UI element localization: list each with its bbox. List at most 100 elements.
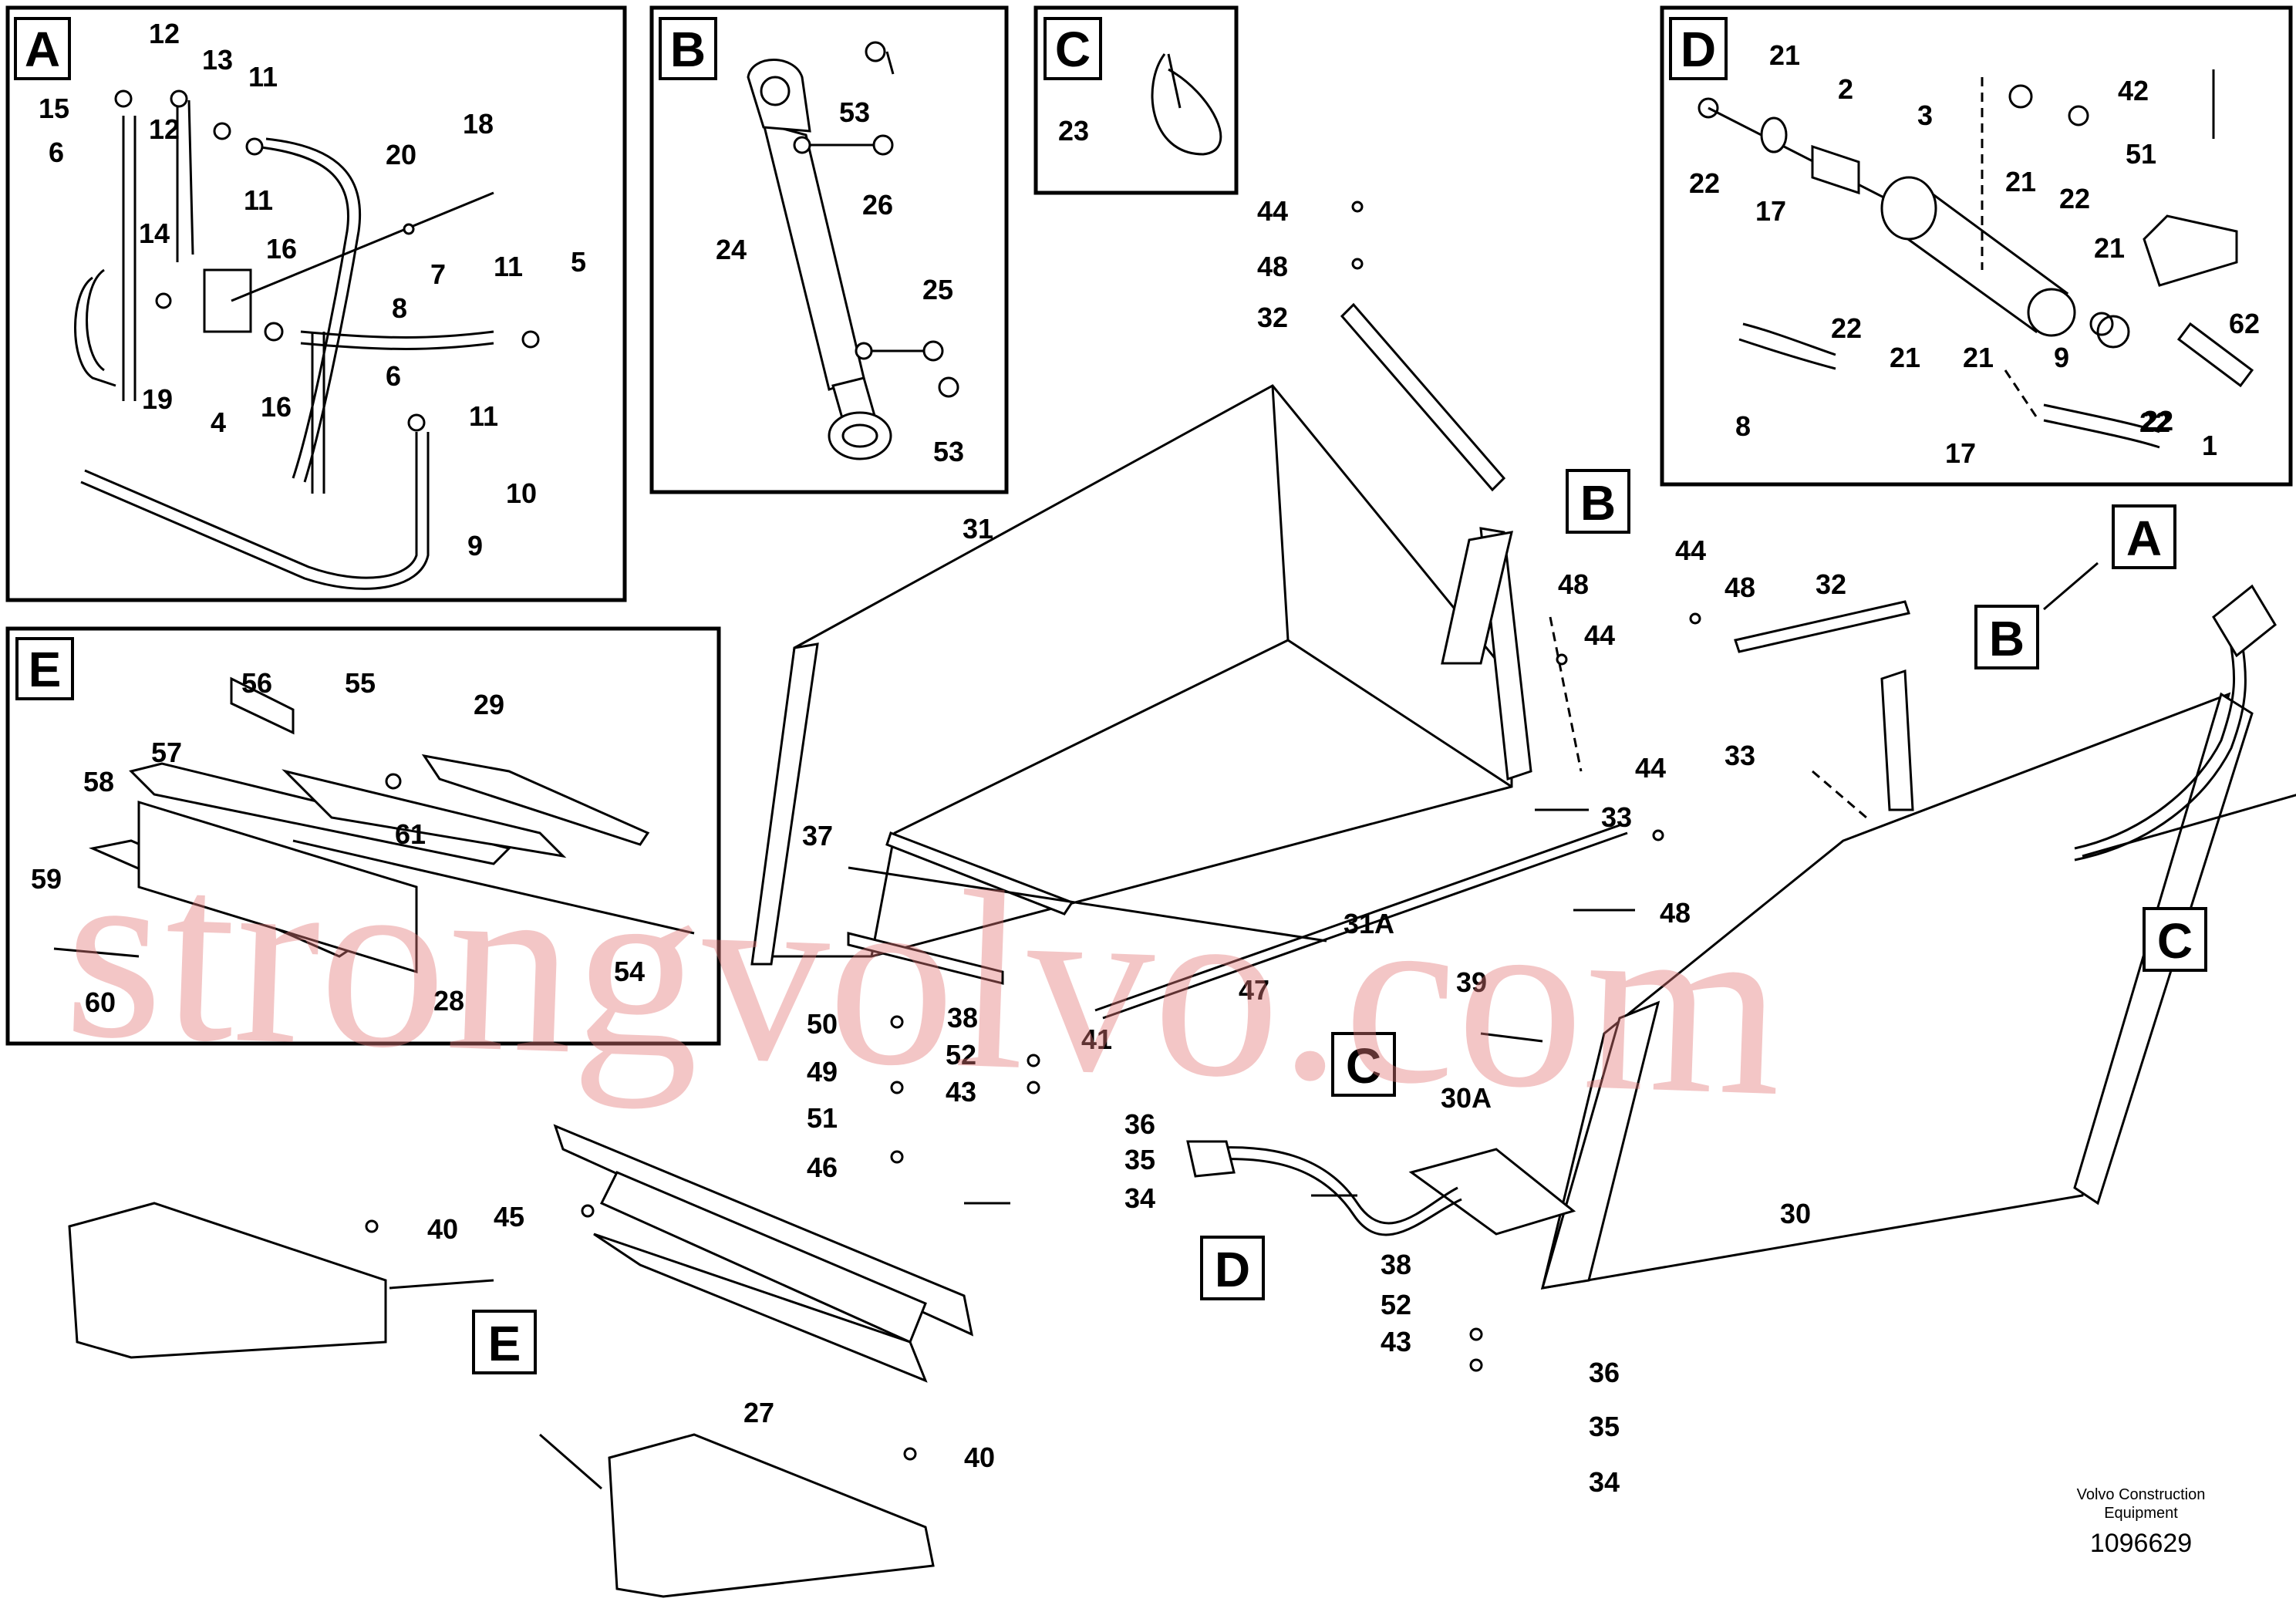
detail-d-panel: D 21 2 3 21 22 22 42 51 17 21 21 22 21 6… — [1660, 5, 2293, 487]
callout-43b: 43 — [1381, 1326, 1411, 1357]
callout-49: 49 — [807, 1056, 838, 1088]
callout-d-62: 62 — [2229, 308, 2260, 339]
callout-31: 31 — [963, 513, 993, 545]
callout-51: 51 — [807, 1102, 838, 1134]
callout-a-19: 19 — [142, 383, 173, 415]
callout-a-4: 4 — [211, 406, 226, 438]
callout-d-21c: 21 — [2094, 232, 2125, 264]
callout-34: 34 — [1124, 1182, 1155, 1214]
callout-46: 46 — [807, 1152, 838, 1183]
detail-d-tag: D — [1681, 22, 1716, 77]
callout-48: 48 — [1257, 251, 1288, 282]
callout-36b: 36 — [1589, 1357, 1620, 1388]
ref-tag-d: D — [1215, 1242, 1250, 1297]
brand-line-2: Equipment — [2104, 1505, 2178, 1522]
callout-b-53b: 53 — [933, 436, 964, 467]
callout-d-3: 3 — [1917, 99, 1933, 131]
callout-52b: 52 — [1381, 1289, 1411, 1320]
callout-36: 36 — [1124, 1108, 1155, 1140]
callout-52: 52 — [946, 1039, 976, 1071]
ref-tag-b-left: B — [1580, 475, 1616, 531]
callout-a-15: 15 — [39, 93, 69, 124]
callout-48d: 48 — [1660, 897, 1691, 929]
callout-e-61: 61 — [395, 818, 426, 850]
callout-33b: 33 — [1725, 740, 1755, 771]
callout-d-2: 2 — [1838, 73, 1853, 105]
callout-a-18: 18 — [463, 108, 494, 140]
callout-d-21d: 21 — [1890, 342, 1920, 373]
callout-35: 35 — [1124, 1144, 1155, 1175]
callout-a-9: 9 — [467, 530, 483, 561]
callout-c-23: 23 — [1058, 115, 1089, 147]
detail-e-panel: E 56 55 29 57 58 61 59 60 28 54 — [5, 626, 721, 1046]
callout-44b: 44 — [1675, 534, 1706, 566]
callout-b-25: 25 — [922, 274, 953, 305]
callout-e-28: 28 — [433, 985, 464, 1017]
detail-a-tag: A — [25, 22, 60, 77]
callout-d-21b: 21 — [2005, 166, 2036, 197]
main-assembly: 44 48 32 31 37 33 31A 47 39 44 48 32 48 … — [68, 195, 2296, 1598]
detail-c-panel: C 23 — [1033, 5, 1239, 195]
callout-d-51: 51 — [2126, 138, 2156, 170]
callout-d-17: 17 — [1755, 195, 1786, 227]
callout-d-22e: 22 — [2143, 405, 2173, 437]
callout-30: 30 — [1780, 1198, 1811, 1229]
callout-a-11: 11 — [248, 61, 278, 93]
callout-a-14: 14 — [139, 218, 170, 249]
callout-33: 33 — [1601, 801, 1632, 833]
ref-tag-b-right: B — [1989, 611, 2025, 666]
callout-a-11b: 11 — [244, 184, 273, 216]
callout-a-12b: 12 — [149, 113, 180, 145]
brand-line-1: Volvo Construction — [2077, 1486, 2206, 1503]
callout-b-24: 24 — [716, 234, 747, 265]
callout-d-22d: 22 — [2139, 406, 2170, 438]
callout-34b: 34 — [1589, 1466, 1620, 1498]
callout-45: 45 — [494, 1201, 524, 1233]
callout-32: 32 — [1257, 302, 1288, 333]
callout-d-8: 8 — [1735, 410, 1751, 442]
callout-a-16: 16 — [266, 233, 297, 265]
callout-44: 44 — [1257, 195, 1288, 227]
ref-tag-a: A — [2126, 511, 2162, 566]
callout-a-13: 13 — [202, 44, 233, 76]
callout-a-11c: 11 — [494, 251, 523, 282]
title-block: Volvo Construction Equipment 1096629 — [2077, 1486, 2206, 1558]
callout-a-6b: 6 — [386, 360, 401, 392]
callout-a-20: 20 — [386, 139, 416, 170]
callout-31a: 31A — [1344, 908, 1394, 939]
callout-37: 37 — [802, 820, 833, 851]
callout-a-8: 8 — [392, 292, 407, 324]
ref-tag-e: E — [488, 1316, 521, 1371]
detail-c-tag: C — [1055, 22, 1091, 77]
callout-e-60: 60 — [85, 986, 116, 1018]
detail-b-tag: B — [670, 22, 706, 77]
callout-e-57: 57 — [151, 737, 182, 768]
callout-47: 47 — [1239, 974, 1269, 1006]
callout-b-53: 53 — [839, 96, 870, 128]
callout-30a: 30A — [1441, 1082, 1492, 1114]
callout-d-1: 1 — [2202, 430, 2217, 461]
callout-e-56: 56 — [241, 667, 272, 699]
callout-44d: 44 — [1635, 752, 1666, 784]
callout-a-7: 7 — [430, 258, 446, 290]
callout-b-26: 26 — [862, 189, 893, 221]
callout-d-21: 21 — [1769, 39, 1800, 71]
callout-35b: 35 — [1589, 1411, 1620, 1442]
callout-a-6: 6 — [49, 137, 64, 168]
drawing-number: 1096629 — [2090, 1529, 2192, 1558]
detail-e-tag: E — [29, 642, 62, 697]
callout-40: 40 — [427, 1213, 458, 1245]
callout-d-22b: 22 — [1689, 167, 1720, 199]
callout-d-42: 42 — [2118, 75, 2149, 106]
detail-b-panel: B 53 26 24 25 53 — [649, 5, 1009, 494]
callout-d-22c: 22 — [1831, 312, 1862, 344]
callout-a-5: 5 — [571, 246, 586, 278]
callout-d-22: 22 — [2059, 183, 2090, 214]
callout-40b: 40 — [964, 1442, 995, 1473]
watermark: strongvolvo.com — [61, 808, 1788, 1150]
callout-44c: 44 — [1584, 619, 1615, 651]
callout-48c: 48 — [1558, 568, 1589, 600]
callout-a-10: 10 — [506, 477, 537, 509]
callout-a-11d: 11 — [469, 400, 498, 432]
